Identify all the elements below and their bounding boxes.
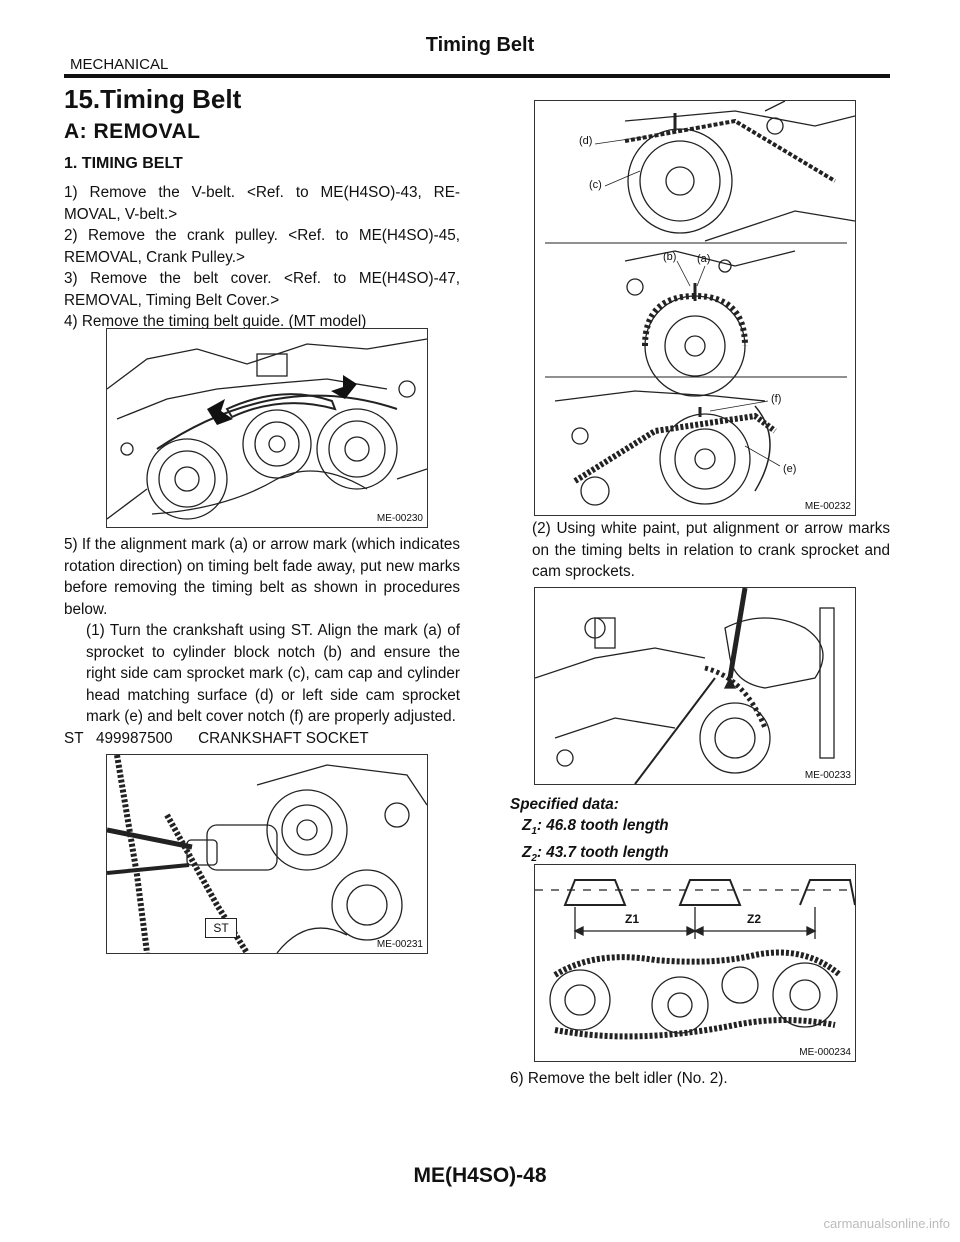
label-d: (d) (579, 135, 593, 147)
spec-title: Specified data: (510, 796, 619, 813)
subsection-heading: A: REMOVAL (64, 120, 201, 143)
figure-id: ME-00233 (804, 770, 851, 781)
engine-illustration (107, 338, 427, 520)
figure-id: ME-00231 (376, 939, 423, 950)
spec-z2: Z2: 43.7 tooth length (510, 842, 669, 869)
step-5-2-block: (2) Using white paint, put alignment or … (510, 518, 890, 583)
step-5-block: 5) If the alignment mark (a) or arrow ma… (64, 534, 460, 749)
figure-tooth-length: Z1 Z2 ME-000234 (534, 864, 856, 1062)
figure-timing-belt-guide: ME-00230 (106, 328, 428, 528)
z2-symbol: Z (522, 844, 532, 862)
step-5: 5) If the alignment mark (a) or arrow ma… (64, 536, 460, 618)
step-1: 1) Remove the V-belt. <Ref. to ME(H4SO)-… (64, 184, 460, 223)
figure-alignment-marks: (d) (c) (b) (a) (f) (e) ME-00232 (534, 100, 856, 516)
z1-symbol: Z (522, 817, 532, 834)
step-2: 2) Remove the crank pulley. <Ref. to ME(… (64, 227, 460, 266)
step-4: 4) Remove the timing belt guide. (MT mod… (64, 313, 367, 330)
label-f: (f) (771, 393, 782, 405)
label-e: (e) (783, 463, 797, 475)
spec-z1: Z1: 46.8 tooth length (510, 815, 669, 842)
step-3: 3) Remove the belt cover. <Ref. to ME(H4… (64, 270, 460, 309)
steps-1-4: 1) Remove the V-belt. <Ref. to ME(H4SO)-… (64, 182, 460, 333)
watermark: carmanualsonline.info (823, 1216, 950, 1231)
st-tool-label: ST (205, 918, 237, 938)
step-6: 6) Remove the belt idler (No. 2). (510, 1070, 728, 1087)
figure-crankshaft-socket: ST ME-00231 (106, 754, 428, 954)
section-heading: 15.Timing Belt (64, 84, 242, 114)
page-header-title: Timing Belt (425, 34, 535, 56)
z1-label: Z1 (625, 912, 640, 926)
specified-data: Specified data: Z1: 46.8 tooth length Z2… (510, 794, 669, 869)
z2-label: Z2 (747, 912, 762, 926)
z1-subscript: 1 (531, 826, 537, 838)
st-tool-line: ST 499987500 CRANKSHAFT SOCKET (64, 729, 369, 747)
header-rule (64, 74, 890, 78)
procedure-heading: 1. TIMING BELT (64, 155, 183, 172)
figure-id: ME-00232 (804, 501, 851, 512)
z1-value: : 46.8 tooth length (536, 817, 669, 834)
z2-value: : 43.7 tooth length (536, 844, 669, 862)
label-c: (c) (589, 179, 602, 191)
alignment-illustration (545, 101, 855, 506)
figure-id: ME-00230 (376, 513, 423, 524)
socket-illustration (107, 755, 427, 953)
tooth-length-illustration (535, 879, 855, 1040)
step-5-1: (1) Turn the crankshaft using ST. Align … (86, 622, 460, 725)
label-a: (a) (697, 253, 711, 265)
paint-illustration (535, 588, 835, 784)
figure-paint-marks: ME-00233 (534, 587, 856, 785)
figure-id: ME-000234 (799, 1047, 851, 1058)
page-number: ME(H4SO)-48 (413, 1164, 547, 1187)
section-label: MECHANICAL (70, 56, 169, 73)
step-5-2: (2) Using white paint, put alignment or … (532, 520, 890, 580)
z2-subscript: 2 (531, 853, 537, 865)
label-b: (b) (663, 251, 677, 263)
